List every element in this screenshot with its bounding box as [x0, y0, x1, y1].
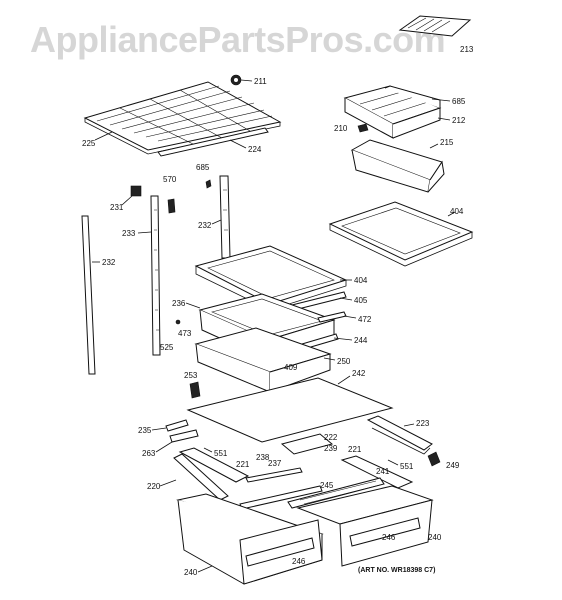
part-253-bracket	[189, 381, 201, 399]
callout-473: 473	[178, 329, 192, 338]
part-215-bin	[350, 139, 445, 193]
callout-685-left: 685	[196, 163, 210, 172]
callout-222: 222	[324, 433, 338, 442]
part-220-panel	[173, 453, 229, 501]
part-231-bracket	[130, 185, 142, 197]
callout-404-center: 404	[354, 276, 368, 285]
part-404-glass-shelf-right	[328, 201, 474, 267]
callout-405: 405	[354, 296, 368, 305]
part-233-rail	[150, 195, 161, 356]
callout-211: 211	[254, 77, 267, 86]
callout-551-left: 551	[214, 449, 228, 458]
callout-225: 225	[82, 139, 96, 148]
callout-236: 236	[172, 299, 186, 308]
callout-409: 409	[284, 363, 298, 372]
callout-404-right: 404	[450, 207, 464, 216]
callout-570: 570	[163, 175, 177, 184]
callout-551-right: 551	[400, 462, 414, 471]
part-240-drawer-right	[296, 485, 434, 567]
callout-240-right: 240	[428, 533, 442, 542]
part-250-pan	[194, 327, 332, 393]
callout-221-left: 221	[236, 460, 250, 469]
part-213-rack	[398, 15, 472, 37]
callout-213: 213	[460, 45, 474, 54]
art-number: (ART NO. WR18398 C7)	[358, 567, 435, 574]
part-232-rail-right	[219, 175, 231, 259]
callout-235: 235	[138, 426, 152, 435]
callout-224: 224	[248, 145, 262, 154]
callout-241: 241	[376, 467, 390, 476]
part-235-bracket	[165, 419, 189, 432]
part-570-screw	[167, 198, 176, 214]
callout-231: 231	[110, 203, 124, 212]
callout-685-top: 685	[452, 97, 466, 106]
part-249-clip	[427, 451, 441, 467]
part-212-rack-assembly	[343, 85, 442, 139]
part-241-cover	[287, 477, 385, 509]
part-224-strip	[157, 127, 269, 157]
part-685-screw	[205, 179, 212, 189]
callout-239: 239	[324, 444, 338, 453]
callout-245: 245	[320, 481, 334, 490]
callout-221-right: 221	[348, 445, 362, 454]
callout-238: 238	[256, 453, 270, 462]
callout-246-right: 246	[382, 533, 396, 542]
part-239-mount	[280, 433, 334, 455]
callout-212: 212	[452, 116, 466, 125]
callout-525: 525	[160, 343, 174, 352]
callout-215: 215	[440, 138, 454, 147]
callout-244: 244	[354, 336, 368, 345]
watermark-text: AppliancePartsPros.com	[30, 19, 445, 60]
callout-210: 210	[334, 124, 348, 133]
part-232-rail-left	[81, 215, 96, 375]
part-240-drawer-left	[176, 493, 324, 585]
part-210-screw	[357, 123, 369, 133]
part-237-bar	[245, 467, 303, 483]
part-211-knob	[230, 74, 242, 86]
part-225-wire-shelf	[83, 81, 282, 155]
callout-240-left: 240	[184, 568, 198, 577]
callout-250: 250	[337, 357, 351, 366]
callout-249: 249	[446, 461, 460, 470]
callout-253: 253	[184, 371, 198, 380]
callout-472: 472	[358, 315, 372, 324]
callout-220: 220	[147, 482, 161, 491]
part-221-rail-left	[178, 447, 250, 483]
part-263-bracket	[169, 429, 199, 443]
part-242-glass-panel	[186, 377, 394, 443]
part-473-clip	[175, 319, 181, 325]
callout-237: 237	[268, 459, 282, 468]
part-223-rail	[366, 415, 433, 455]
callout-233: 233	[122, 229, 136, 238]
callout-223: 223	[416, 419, 430, 428]
callout-263: 263	[142, 449, 156, 458]
callout-232-right: 232	[198, 221, 212, 230]
callout-232-left: 232	[102, 258, 116, 267]
callout-242: 242	[352, 369, 366, 378]
callout-246-left: 246	[292, 557, 306, 566]
